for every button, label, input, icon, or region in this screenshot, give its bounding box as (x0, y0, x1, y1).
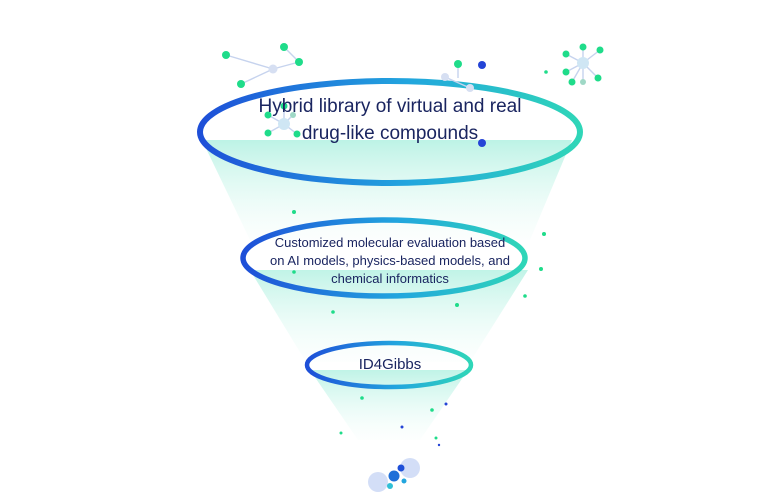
particle-dot (434, 436, 438, 440)
particle-dot (437, 443, 441, 447)
particle-dot (539, 267, 543, 271)
particle-dot (444, 402, 448, 406)
funnel-section-top (202, 140, 572, 240)
target-molecule-icon (368, 458, 420, 492)
particle-dot (331, 310, 335, 314)
molecule-icon (264, 102, 301, 138)
particle-dot (455, 303, 459, 307)
particle-dot (400, 425, 404, 429)
particle-dot (478, 139, 486, 147)
particle-dot (430, 408, 434, 412)
molecule-icon (441, 60, 474, 92)
particle-dot (339, 431, 343, 435)
funnel-ring-top (197, 78, 583, 186)
funnel-ring-middle (240, 217, 528, 299)
funnel-ring-bottom (304, 340, 474, 390)
particle-dot (544, 70, 548, 74)
particle-dot (292, 210, 296, 214)
particle-dot (523, 294, 527, 298)
stage-label-bottom: ID4Gibbs (358, 356, 422, 373)
particle-dot (360, 396, 364, 400)
particle-dot (292, 270, 296, 274)
molecule-icon (222, 43, 303, 88)
stage-label-top: Hybrid library of virtual and real drug-… (258, 96, 522, 144)
stage-label-middle: Customized molecular evaluation based on… (270, 235, 510, 286)
funnel-section-bottom (310, 370, 468, 440)
particle-dot (542, 232, 546, 236)
molecule-icon (562, 43, 604, 86)
particle-dot (478, 61, 486, 69)
